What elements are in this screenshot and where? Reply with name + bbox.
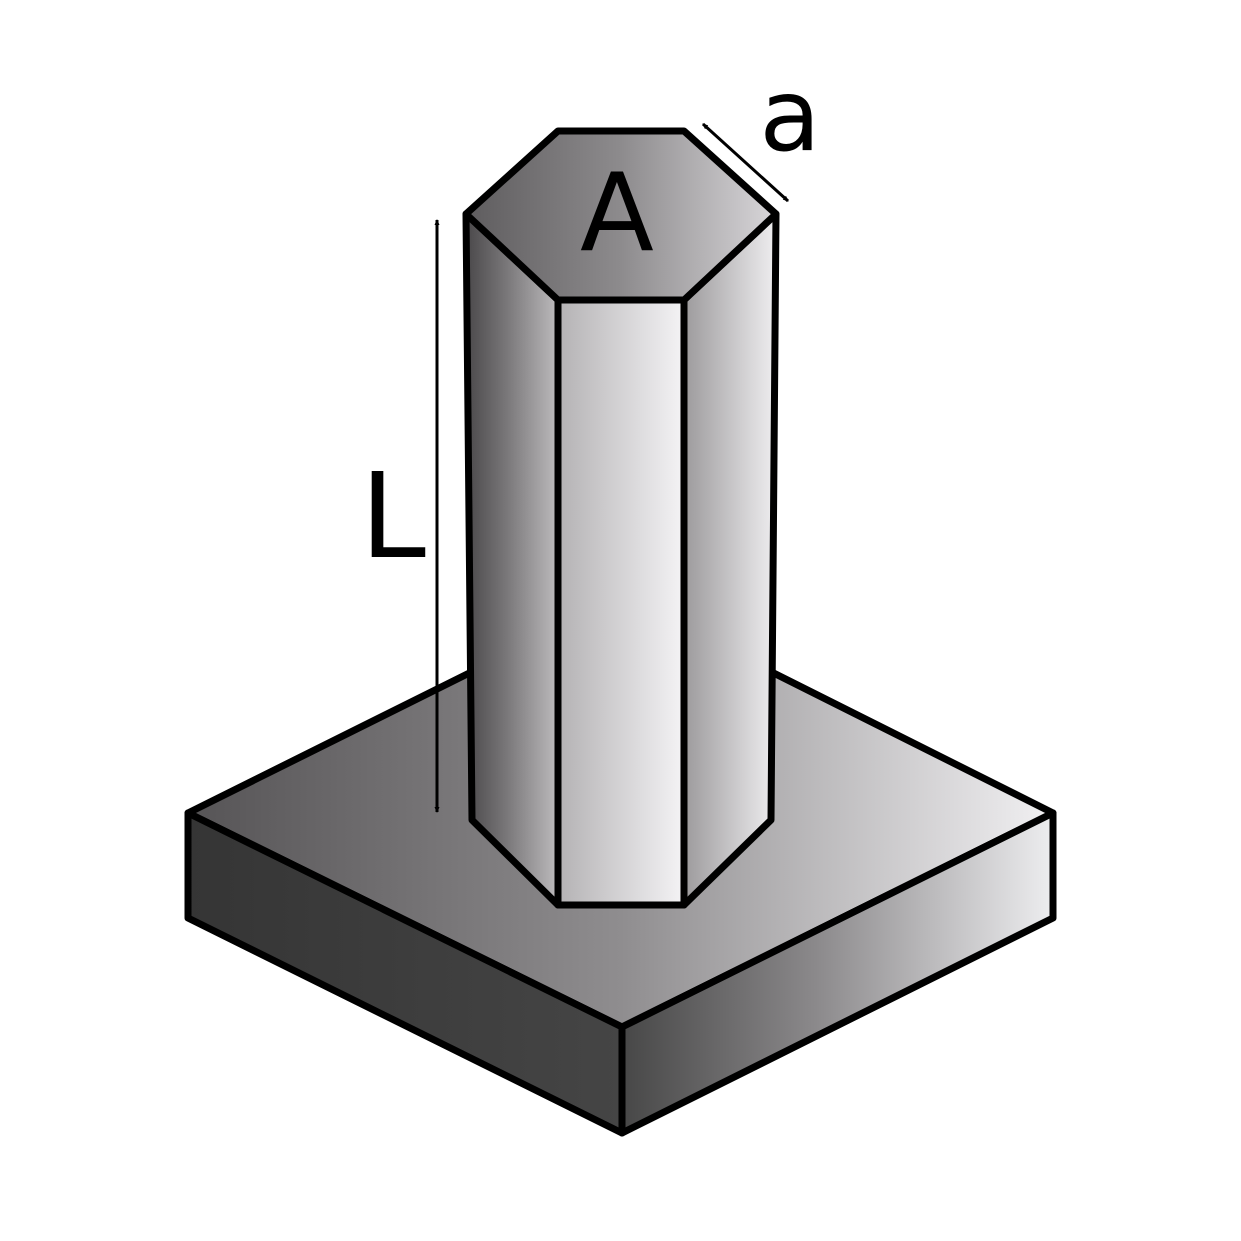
edge-dimension: a (701, 57, 821, 203)
edge-length-label: a (759, 57, 820, 174)
length-dimension: L (360, 219, 440, 813)
prism-right-face (680, 210, 780, 909)
prism-left-face (462, 210, 562, 909)
base-plate-right-face (618, 809, 1057, 1137)
hexagonal-prism (462, 127, 780, 909)
area-label: A (580, 151, 654, 276)
prism-front-face (554, 296, 688, 909)
prism-top-cap (462, 127, 780, 304)
length-label: L (360, 447, 426, 585)
edge-dimension-arrow (701, 122, 790, 203)
